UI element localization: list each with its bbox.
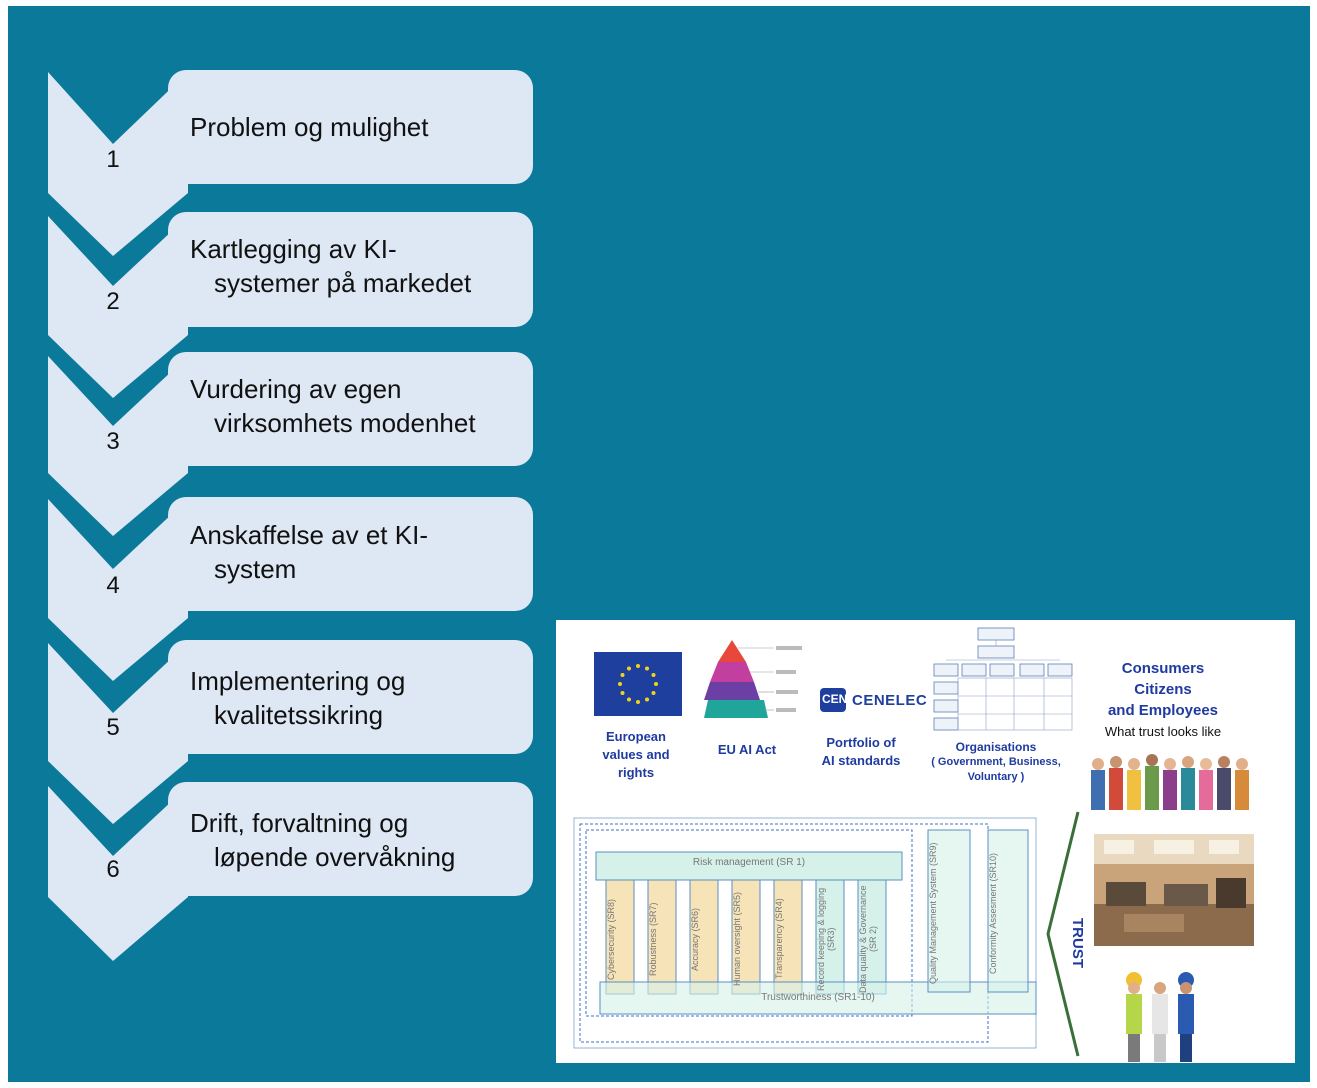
cenelec-text: CENELEC (852, 692, 928, 709)
chevron-6 (48, 786, 188, 961)
step-label-2: Kartlegging av KI- systemer på markedet (190, 232, 471, 300)
pillar-cybersecurity: Cybersecurity (SR8) (606, 898, 616, 980)
eu-ai-act-label: EU AI Act (717, 742, 777, 757)
step-box-2 (168, 212, 533, 327)
cen-cenelec-logo: CEN CENELEC (820, 686, 927, 720)
consumers-label: Consumers Citizens and Employees (1088, 658, 1238, 721)
risk-pyramid-icon (704, 640, 802, 718)
trust-bracket (1046, 811, 1080, 1057)
pillar-robustness: Robustness (SR7) (648, 902, 658, 976)
step-label-4-line1: Anskaffelse av et KI- (190, 520, 428, 550)
portfolio-line1: Portfolio of (826, 735, 896, 750)
european-line1: European (606, 729, 666, 744)
consumers-line3: and Employees (1107, 702, 1219, 719)
step-box-5 (168, 640, 533, 754)
consumers-line2: Citizens (1134, 681, 1192, 698)
step-box-6 (168, 782, 533, 896)
organisations-line2: ( Government, Business, (931, 756, 1061, 768)
consumers-line1: Consumers (1121, 660, 1205, 677)
workers-photo (1104, 966, 1224, 1063)
risk-management-label: Risk management (SR 1) (692, 857, 806, 868)
slide-background: 1 2 3 4 5 6 Problem og mulighet Kartlegg… (8, 6, 1310, 1082)
chevron-5 (48, 643, 188, 824)
step-label-4-line2: system (214, 554, 297, 584)
crowd-photo (1086, 750, 1254, 814)
step-label-5-line2: kvalitetssikring (214, 700, 384, 730)
office-photo (1094, 834, 1254, 946)
european-values-label: European values and rights (576, 728, 696, 782)
chevron-2 (48, 216, 188, 398)
step-number-6: 6 (106, 856, 120, 883)
step-label-1: Problem og mulighet (190, 110, 428, 144)
step-label-6: Drift, forvaltning og løpende overvåknin… (190, 806, 455, 874)
step-number-3: 3 (106, 428, 120, 455)
pillar-qms: Quality Management System (SR9) (928, 842, 938, 984)
trust-label: TRUST (1069, 918, 1086, 968)
organisations-line3: Voluntary ) (967, 771, 1025, 783)
pillar-transparency: Transparency (SR4) (774, 898, 784, 980)
step-label-3: Vurdering av egen virksomhets modenhet (190, 372, 476, 440)
european-line3: rights (617, 765, 655, 780)
step-number-1: 1 (106, 146, 120, 173)
portfolio-line2: AI standards (821, 753, 901, 768)
step-number-4: 4 (106, 572, 120, 599)
pillar-accuracy: Accuracy (SR6) (690, 907, 700, 971)
pillar-conformity: Conformity Assesment (SR10) (988, 852, 998, 974)
cen-text: CEN (822, 692, 848, 706)
step-box-3 (168, 352, 533, 466)
organisations-label: Organisations ( Government, Business, Vo… (914, 740, 1078, 785)
eu-flag-icon (594, 652, 682, 716)
step-box-1 (168, 70, 533, 184)
trust-looks-label: What trust looks like (1104, 724, 1222, 739)
step-label-6-line2: løpende overvåkning (214, 842, 456, 872)
trustworthiness-label: Trustworthiness (SR1-10) (761, 992, 875, 1003)
step-label-2-line2: systemer på markedet (214, 268, 472, 298)
organisations-line1: Organisations (955, 740, 1037, 754)
chevron-3 (48, 356, 188, 536)
european-line2: values and (602, 747, 670, 762)
step-label-1-line1: Problem og mulighet (190, 112, 429, 142)
step-label-4: Anskaffelse av et KI- system (190, 518, 428, 586)
step-label-6-line1: Drift, forvaltning og (190, 808, 409, 838)
process-chevrons (48, 70, 533, 961)
step-label-2-line1: Kartlegging av KI- (190, 234, 397, 264)
step-number-2: 2 (106, 288, 120, 315)
pillar-human-oversight: Human oversight (SR5) (732, 891, 742, 987)
chevron-4 (48, 499, 188, 681)
step-label-5-line1: Implementering og (190, 666, 406, 696)
step-label-5: Implementering og kvalitetssikring (190, 664, 405, 732)
step-label-3-line2: virksomhets modenhet (214, 408, 476, 438)
pillar-data-quality: Data quality & Governance (SR 2) (858, 885, 878, 993)
step-box-4 (168, 497, 533, 611)
step-number-5: 5 (106, 714, 120, 741)
trust-framework-figure: European values and rights EU AI Act CEN… (556, 620, 1295, 1063)
framework-diagram (573, 817, 1037, 1049)
chevron-1 (48, 72, 188, 256)
step-label-3-line1: Vurdering av egen (190, 374, 402, 404)
portfolio-label: Portfolio of AI standards (806, 734, 916, 770)
pillar-record-keeping: Record keeping & logging (SR3) (816, 887, 836, 991)
org-chart-icon (933, 627, 1073, 731)
